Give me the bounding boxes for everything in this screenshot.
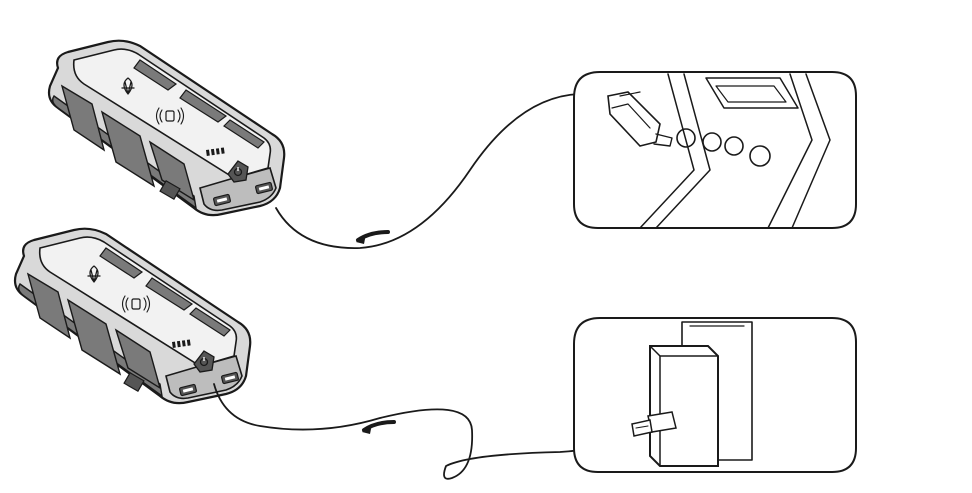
power-bank-top [47, 39, 286, 217]
car-socket-panel [573, 71, 857, 229]
wall-charging-cable [213, 383, 637, 480]
car-charging-cable [275, 93, 607, 249]
scene-wall-charging [13, 227, 857, 480]
arrow-left-icon [360, 420, 396, 436]
side-port-icon [159, 179, 181, 201]
scene-car-charging [47, 39, 857, 249]
side-port-icon [123, 371, 145, 393]
arrow-left-icon [354, 230, 390, 246]
power-bank-bottom [13, 227, 252, 405]
wall-outlet-panel [573, 317, 857, 473]
